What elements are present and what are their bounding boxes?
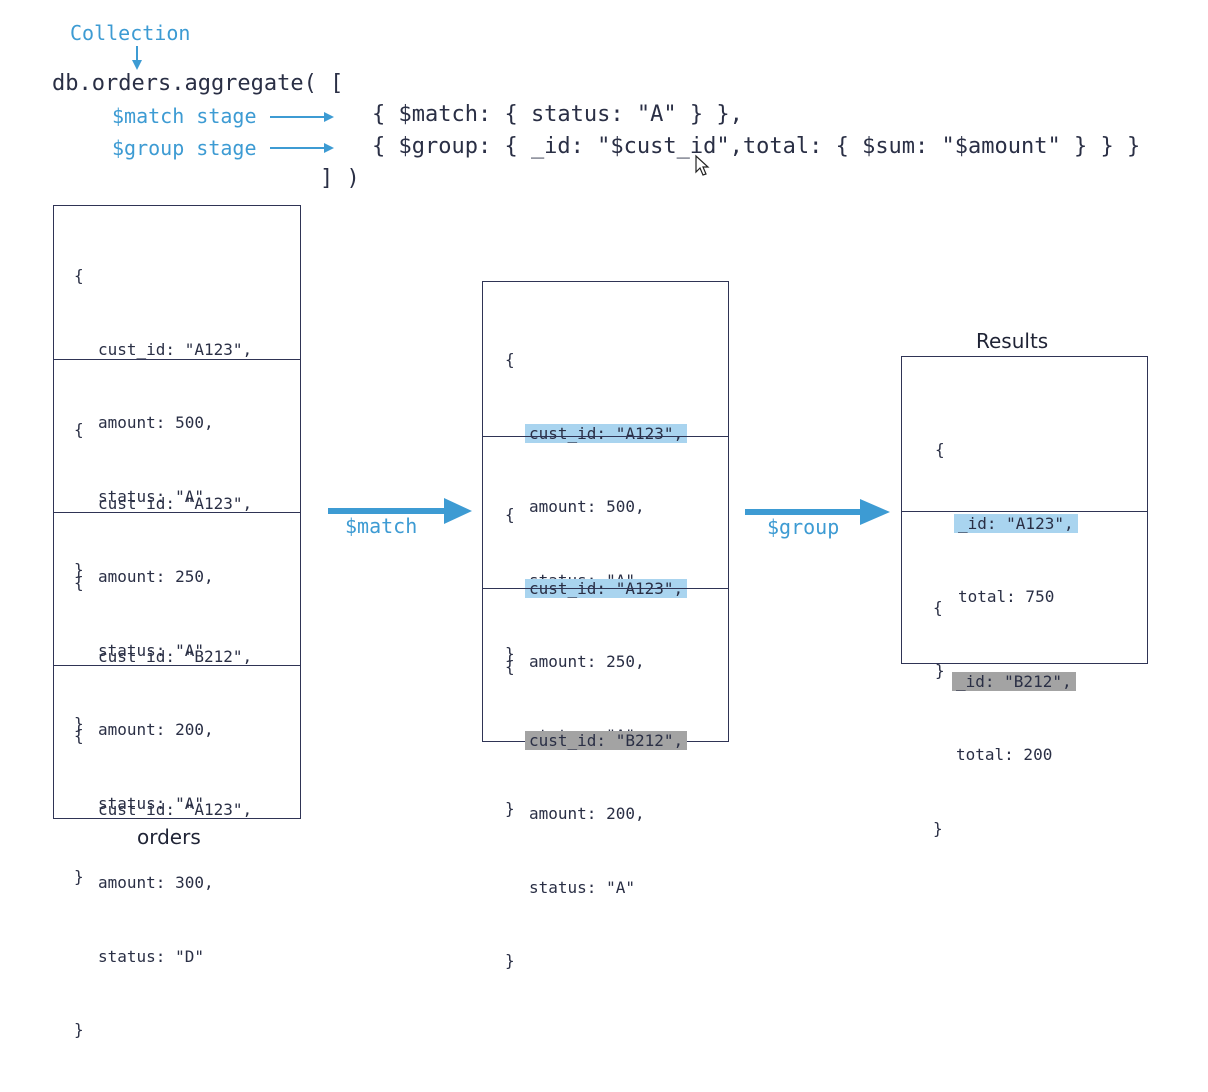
- status-field: status: "A": [98, 640, 204, 660]
- order-doc: { cust_id: "A123", amount: 250, status: …: [54, 359, 300, 733]
- cust-id-field: cust_id: "A123",: [98, 493, 253, 513]
- collection-label: Collection: [70, 21, 191, 45]
- brace-open: {: [505, 505, 515, 524]
- match-arrow-icon: [328, 498, 472, 524]
- status-field: status: "A": [98, 793, 204, 813]
- amount-field: amount: 250,: [98, 567, 214, 586]
- brace-close: }: [74, 1020, 84, 1039]
- group-arrow-label: $group: [767, 515, 840, 539]
- order-doc: { cust_id: "B212", amount: 200, status: …: [54, 512, 300, 886]
- cust-id-field: cust_id: "A123",: [98, 799, 253, 819]
- results-caption: Results: [976, 329, 1049, 353]
- cust-id-field: cust_id: "B212",: [525, 730, 688, 750]
- result-doc: { _id: "A123", total: 750 }: [902, 357, 1147, 680]
- status-field: status: "D": [98, 946, 204, 966]
- brace-close: }: [74, 560, 84, 579]
- total-field: total: 750: [958, 587, 1055, 606]
- brace-open: {: [933, 598, 943, 617]
- amount-field: amount: 250,: [529, 652, 645, 671]
- brace-close: }: [505, 951, 515, 970]
- brace-close: }: [74, 714, 84, 733]
- closing-bracket: ] ): [320, 166, 360, 191]
- result-doc: { _id: "B212", total: 200 }: [902, 511, 1147, 838]
- amount-field: amount: 300,: [98, 873, 214, 892]
- total-field: total: 200: [956, 745, 1053, 764]
- cust-id-field: cust_id: "B212",: [98, 646, 253, 666]
- id-field: _id: "A123",: [954, 513, 1078, 533]
- match-stage-code: { $match: { status: "A" } },: [372, 102, 743, 127]
- brace-open: {: [74, 266, 84, 285]
- amount-field: amount: 200,: [98, 720, 214, 739]
- order-doc: { cust_id: "A123", amount: 500, status: …: [54, 206, 300, 579]
- brace-open: {: [74, 573, 84, 592]
- group-arrow-icon: [745, 499, 890, 525]
- stage-pointer-arrows: [270, 112, 334, 153]
- match-stage-label: $match stage: [112, 104, 257, 128]
- status-field: status: "A": [529, 877, 635, 897]
- orders-caption: orders: [137, 825, 201, 849]
- aggregate-command: db.orders.aggregate( [: [52, 71, 344, 96]
- amount-field: amount: 200,: [529, 804, 645, 823]
- brace-open: {: [505, 657, 515, 676]
- brace-close: }: [935, 660, 945, 680]
- brace-open: {: [74, 420, 84, 439]
- brace-open: {: [74, 726, 84, 745]
- status-field: status: "A": [98, 486, 204, 506]
- match-arrow-label: $match: [345, 514, 418, 538]
- mouse-cursor-icon: [695, 154, 710, 176]
- brace-close: }: [505, 644, 515, 663]
- amount-field: amount: 500,: [529, 497, 645, 516]
- brace-close: }: [933, 818, 943, 838]
- brace-open: {: [935, 440, 945, 459]
- amount-field: amount: 500,: [98, 413, 214, 432]
- brace-open: {: [505, 350, 515, 369]
- collection-arrow-icon: [132, 46, 142, 70]
- group-stage-code: { $group: { _id: "$cust_id",total: { $su…: [372, 134, 1141, 159]
- brace-close: }: [505, 799, 515, 818]
- group-stage-label: $group stage: [112, 136, 257, 160]
- cust-id-field: cust_id: "A123",: [525, 423, 688, 443]
- results-collection: { _id: "A123", total: 750 } { _id: "B212…: [901, 356, 1148, 838]
- cust-id-field: cust_id: "A123",: [98, 339, 253, 359]
- id-field: _id: "B212",: [952, 671, 1076, 691]
